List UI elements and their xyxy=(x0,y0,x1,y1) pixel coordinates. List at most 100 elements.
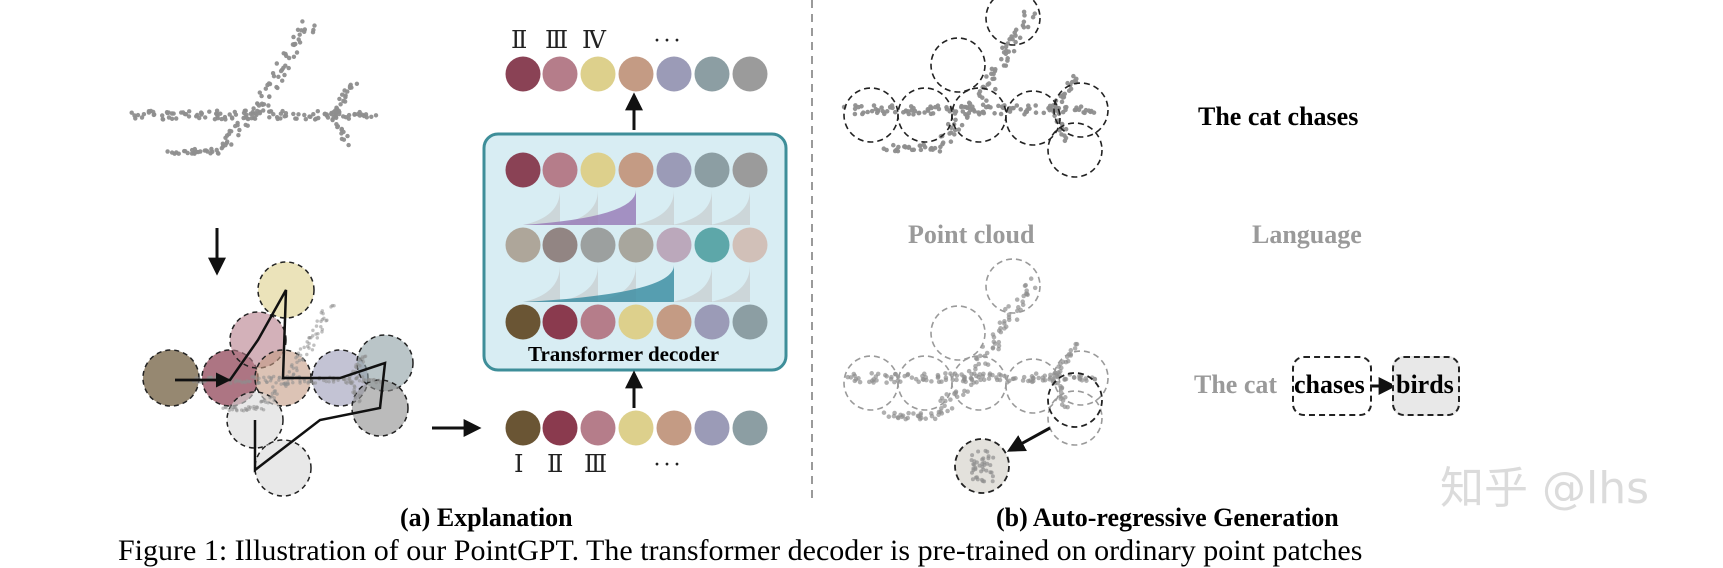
point xyxy=(290,363,294,367)
point xyxy=(1000,45,1005,51)
point xyxy=(929,379,934,384)
sentence-bottom-word2: birds xyxy=(1396,370,1454,399)
point xyxy=(264,380,269,384)
point xyxy=(956,127,962,132)
point xyxy=(282,381,286,386)
point xyxy=(209,375,213,380)
point xyxy=(903,416,908,422)
point xyxy=(861,110,866,115)
point xyxy=(327,379,331,384)
point xyxy=(988,105,993,110)
point xyxy=(360,375,365,379)
point xyxy=(252,404,256,409)
attention-fan xyxy=(710,190,750,225)
point xyxy=(302,379,307,384)
bottom-numeral-3: Ⅲ xyxy=(584,452,608,478)
point xyxy=(320,317,325,322)
point xyxy=(271,385,275,389)
point xyxy=(969,377,975,383)
point xyxy=(986,81,992,86)
point xyxy=(922,110,927,115)
point xyxy=(259,93,264,99)
point xyxy=(1041,110,1047,116)
point xyxy=(255,101,260,107)
point xyxy=(997,372,1002,377)
point xyxy=(141,111,147,117)
point xyxy=(943,371,948,376)
decoder-token-row2 xyxy=(694,227,730,263)
point xyxy=(981,456,986,461)
point xyxy=(335,124,340,130)
point xyxy=(192,151,197,156)
point xyxy=(336,111,342,117)
sentence-bottom-word1: chases xyxy=(1294,370,1365,399)
airplane-patches-top xyxy=(841,0,1109,178)
point xyxy=(320,309,325,313)
point xyxy=(859,104,864,109)
point xyxy=(333,114,339,119)
point xyxy=(259,101,265,106)
point xyxy=(1028,276,1034,281)
decoder-token-row3 xyxy=(580,304,616,340)
point xyxy=(259,400,263,404)
point xyxy=(274,84,279,90)
point xyxy=(1062,91,1067,97)
point xyxy=(360,357,365,361)
transformer-decoder-label: Transformer decoder xyxy=(528,342,720,366)
generation-arrow xyxy=(1006,426,1051,452)
caption-b: (b) Auto-regressive Generation xyxy=(996,503,1339,532)
patch-outline xyxy=(930,37,986,93)
watermark: 知乎 @lhs xyxy=(1440,463,1650,514)
point xyxy=(228,381,233,385)
point xyxy=(305,352,309,357)
point xyxy=(1063,107,1068,113)
point xyxy=(311,111,316,117)
point xyxy=(286,65,291,71)
point xyxy=(355,362,360,366)
point xyxy=(923,375,929,380)
point xyxy=(869,108,875,114)
point xyxy=(342,99,348,104)
point xyxy=(891,413,897,419)
point xyxy=(879,105,884,110)
point xyxy=(977,372,983,377)
point xyxy=(254,405,259,409)
point xyxy=(272,391,277,396)
point xyxy=(906,144,912,150)
point xyxy=(369,114,374,120)
point xyxy=(257,110,263,116)
point xyxy=(1048,372,1053,378)
point xyxy=(918,147,924,153)
point xyxy=(936,379,942,385)
point xyxy=(990,346,996,351)
decoder-token-row2 xyxy=(505,227,541,263)
point xyxy=(1003,306,1008,312)
point xyxy=(257,376,261,381)
point xyxy=(892,109,898,115)
point xyxy=(1047,377,1052,382)
point xyxy=(328,111,334,117)
point xyxy=(241,115,246,121)
point xyxy=(911,112,916,117)
point xyxy=(972,462,977,467)
point xyxy=(1074,76,1079,82)
point xyxy=(223,135,228,141)
point xyxy=(286,55,292,61)
point xyxy=(856,376,861,381)
point xyxy=(1033,371,1039,376)
point xyxy=(196,115,202,121)
point xyxy=(293,116,298,121)
point xyxy=(339,92,345,97)
point xyxy=(284,384,288,389)
point xyxy=(999,56,1004,62)
point xyxy=(992,111,997,116)
point xyxy=(960,109,966,114)
point xyxy=(322,111,328,117)
decoder-token-row1 xyxy=(732,152,768,188)
point xyxy=(291,34,296,40)
point xyxy=(994,375,999,380)
attention-fan xyxy=(558,190,598,225)
point xyxy=(1030,14,1036,20)
point xyxy=(952,111,958,116)
point xyxy=(976,91,982,97)
